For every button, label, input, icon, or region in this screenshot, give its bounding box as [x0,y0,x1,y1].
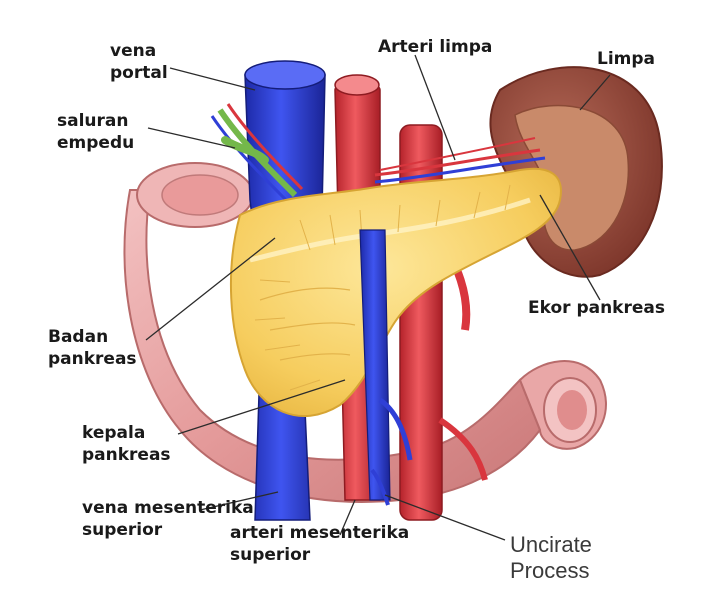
label-kepala-pankreas: kepala pankreas [82,422,171,466]
label-vena-portal: vena portal [110,40,168,84]
label-vena-mesenterika-superior: vena mesenterika superior [82,497,254,541]
label-uncinate-process: Uncirate Process [510,532,592,584]
label-badan-pankreas: Badan pankreas [48,326,137,370]
label-arteri-limpa: Arteri limpa [378,36,492,58]
label-ekor-pankreas: Ekor pankreas [528,297,665,319]
pancreas [231,169,561,416]
leader-vena-portal [170,68,255,90]
label-saluran-empedu: saluran empedu [57,110,134,154]
label-limpa: Limpa [597,48,655,70]
label-arteri-mesenterika-superior: arteri mesenterika superior [230,522,409,566]
